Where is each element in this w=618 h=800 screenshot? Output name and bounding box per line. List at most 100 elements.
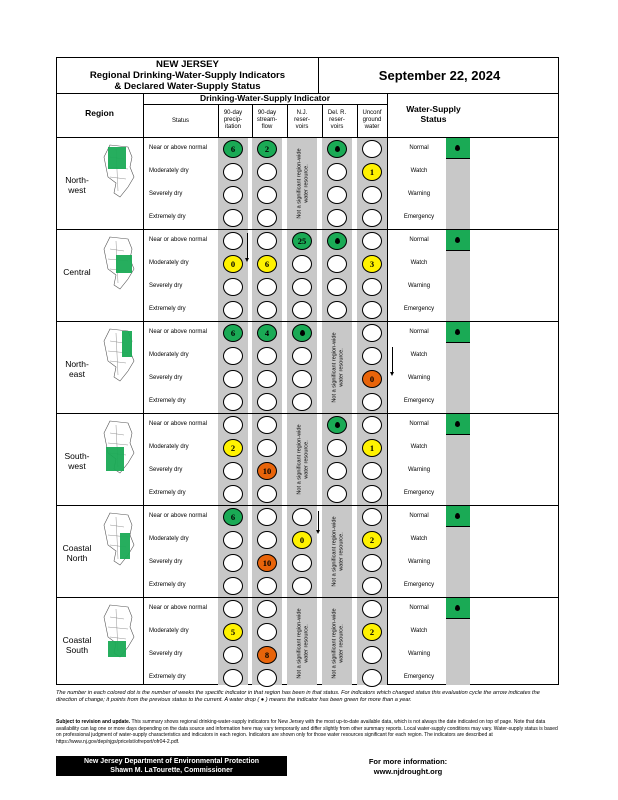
wss-label: Watch [410, 628, 428, 634]
status-label: Severely dry [149, 375, 183, 381]
region-name: Central [56, 267, 98, 277]
delres-header-2: reser- [329, 117, 345, 123]
region-name-line-2: North [66, 553, 88, 563]
status-label: Near or above normal [149, 605, 208, 611]
indicator-dot-empty [292, 370, 312, 388]
not-significant-line-1: Not a significant region-wide [331, 332, 338, 403]
wss-status-indicator [446, 230, 470, 251]
indicator-dot-empty [362, 140, 382, 158]
indicator-dot-empty [362, 209, 382, 227]
wss-label: Normal [409, 605, 429, 611]
more-info-link[interactable]: www.njdrought.org [373, 767, 443, 776]
indicator-dot: 10 [257, 462, 277, 480]
status-header: Status [171, 118, 189, 124]
indicator-dot-empty [223, 232, 243, 250]
water-drop-icon [455, 329, 460, 335]
water-drop-icon [299, 330, 305, 336]
indicator-dot-empty [257, 577, 277, 595]
wss-label: Normal [409, 237, 429, 243]
indicator-dot-empty [362, 232, 382, 250]
region-name-line-2: west [68, 461, 86, 471]
indicator-dot-empty [362, 600, 382, 618]
not-significant-note: Not a significant region-wide water reso… [297, 139, 310, 229]
dept-name: New Jersey Department of Environmental P… [83, 758, 260, 765]
nj-map-icon [103, 512, 135, 566]
title-line-2: Regional Drinking-Water-Supply Indicator… [89, 70, 286, 81]
wss-label: Watch [410, 444, 428, 450]
indicator-dot: 6 [223, 140, 243, 158]
status-label: Extremely dry [149, 582, 186, 588]
indicator-dot-empty [362, 416, 382, 434]
precip-header-3: itation [224, 124, 241, 130]
indicator-dot: 10 [257, 554, 277, 572]
indicator-dot-empty [362, 554, 382, 572]
wss-header-1: Water-Supply [406, 104, 461, 114]
indicator-group-header: Drinking-Water-Supply Indicator [143, 93, 387, 105]
indicator-dot: 6 [223, 508, 243, 526]
wss-label: Warning [407, 283, 431, 289]
department-banner: New Jersey Department of Environmental P… [56, 756, 287, 776]
indicator-dot-empty [327, 462, 347, 480]
indicator-dot-empty [292, 554, 312, 572]
indicator-dot-empty [257, 508, 277, 526]
wss-label: Watch [410, 168, 428, 174]
stream-header: 90-day stream- flow [252, 110, 282, 131]
indicator-dot-empty [223, 577, 243, 595]
region-name-line-2: west [68, 185, 86, 195]
indicator-dot-empty [362, 186, 382, 204]
status-label: Extremely dry [149, 306, 186, 312]
region-name: Coastal North [56, 543, 98, 563]
wss-header: Water-Supply Status [392, 104, 475, 124]
indicator-dot-empty [257, 416, 277, 434]
status-label: Extremely dry [149, 214, 186, 220]
indicator-dot-empty [362, 508, 382, 526]
indicator-dot-empty [362, 301, 382, 319]
water-drop-icon [455, 145, 460, 151]
not-significant-line-2: water resource. [338, 348, 344, 387]
indicator-dot-empty [292, 393, 312, 411]
indicator-dot-empty [223, 370, 243, 388]
indicator-dot-empty [362, 577, 382, 595]
region-header: Region [85, 108, 114, 118]
header-divider [56, 137, 559, 138]
report-header: NEW JERSEY Regional Drinking-Water-Suppl… [56, 57, 559, 94]
status-label: Moderately dry [149, 260, 189, 266]
wss-label: Watch [410, 536, 428, 542]
water-drop-icon [455, 605, 460, 611]
indicator-dot-empty [257, 531, 277, 549]
indicator-dot-drop [292, 324, 312, 342]
region-name: North- west [56, 175, 98, 195]
indicator-dot-empty [327, 186, 347, 204]
status-label: Moderately dry [149, 628, 189, 634]
indicator-dot: 1 [362, 439, 382, 457]
not-significant-line-2: water resource. [303, 164, 309, 203]
delres-column-bg [322, 137, 352, 685]
nj-map-icon [103, 144, 135, 198]
indicator-dot-empty [257, 209, 277, 227]
region-name-line-1: South- [64, 451, 90, 461]
stream-header-3: flow [261, 124, 273, 130]
region-map [102, 419, 138, 475]
indicator-dot-empty [223, 416, 243, 434]
indicator-dot-empty [327, 209, 347, 227]
indicator-dot-drop [327, 140, 347, 158]
region-map [102, 603, 138, 659]
indicator-dot-empty [223, 301, 243, 319]
indicator-dot: 6 [257, 255, 277, 273]
indicator-dot-empty [362, 393, 382, 411]
wss-status-indicator [446, 138, 470, 159]
indicator-dot-empty [362, 646, 382, 664]
report-date: September 22, 2024 [378, 68, 501, 83]
water-drop-icon [455, 237, 460, 243]
indicator-dot-empty [223, 462, 243, 480]
region-sep-1 [56, 229, 559, 230]
indicator-dot-empty [362, 485, 382, 503]
status-label: Near or above normal [149, 145, 208, 151]
region-sep-3 [56, 413, 559, 414]
wss-header-2: Status [420, 114, 447, 124]
delres-header: Del. R. reser- voirs [322, 110, 352, 131]
not-significant-line-1: Not a significant region-wide [296, 608, 303, 679]
col-divider-2 [287, 104, 288, 137]
indicator-dot-empty [257, 186, 277, 204]
indicator-dot-empty [292, 347, 312, 365]
